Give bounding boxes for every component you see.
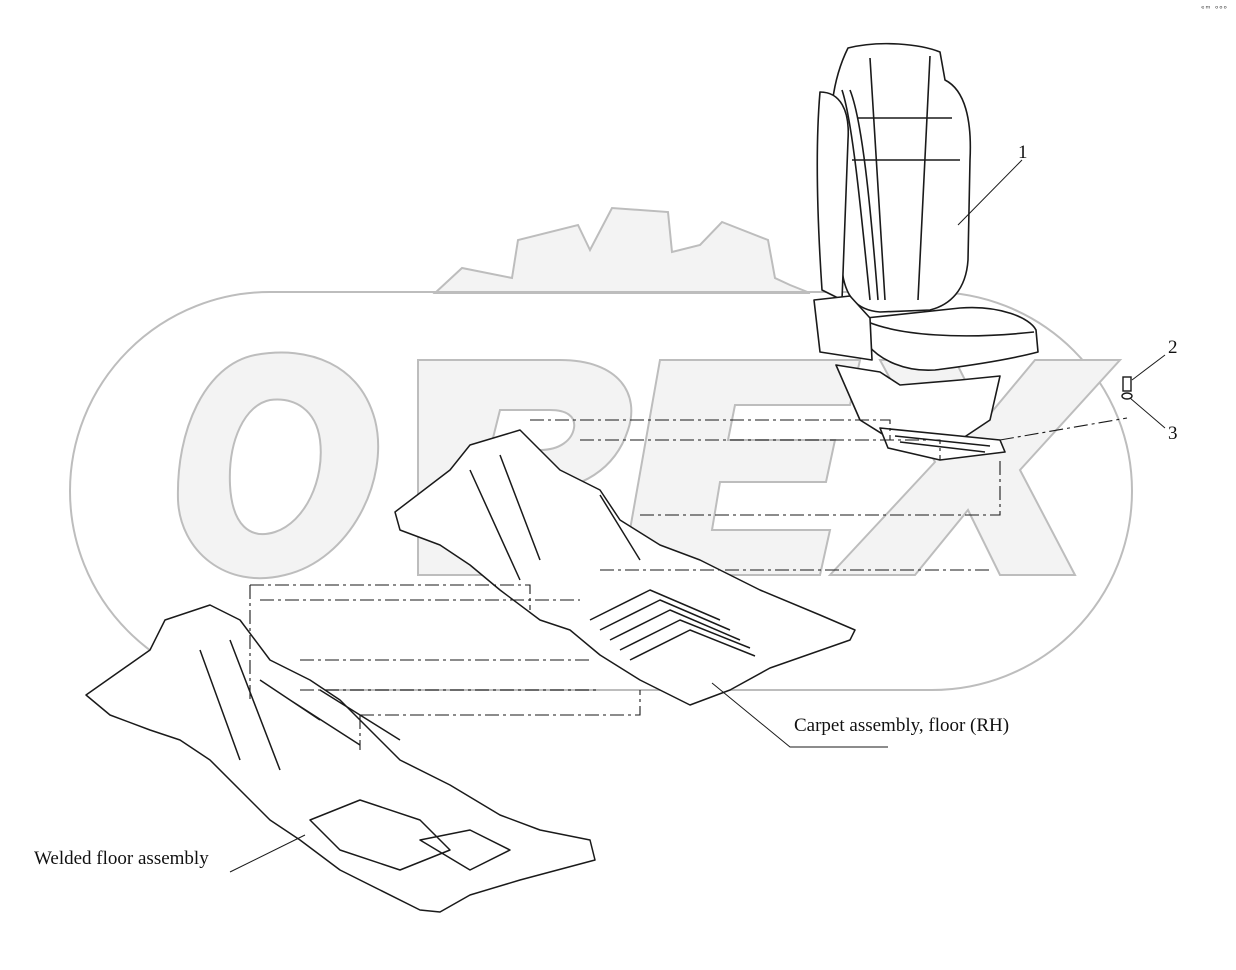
carpet-tunnel bbox=[469, 454, 641, 581]
washer bbox=[1121, 392, 1133, 400]
seat-bolster bbox=[816, 91, 850, 301]
guide-seat-2 bbox=[580, 439, 941, 460]
guide-floor-4 bbox=[360, 690, 641, 716]
callout-welded-floor-assembly: Welded floor assembly bbox=[34, 848, 209, 869]
seat-base bbox=[835, 364, 1001, 446]
callout-carpet-assembly: Carpet assembly, floor (RH) bbox=[794, 715, 1010, 736]
seat-cushion bbox=[865, 306, 1039, 371]
leader-welded-floor bbox=[229, 834, 306, 873]
guide-seat-3 bbox=[640, 460, 1001, 516]
seat-assembly bbox=[813, 42, 1039, 461]
watermark-frame bbox=[69, 291, 1133, 691]
seat-rails bbox=[879, 427, 1006, 461]
callout-item-3: 3 bbox=[1168, 423, 1178, 444]
watermark-logo bbox=[69, 206, 1133, 691]
carpet-ridges bbox=[589, 589, 756, 661]
seat-cushion-top bbox=[867, 321, 1035, 337]
seat-backrest bbox=[829, 42, 972, 313]
corner-mark: ᵉᵐ ᵒᵒᵒ bbox=[1201, 4, 1228, 13]
assembly-guide-lines bbox=[249, 417, 1128, 750]
seat-armrest bbox=[813, 295, 873, 361]
floor-ribs bbox=[199, 639, 401, 771]
leader-lines bbox=[229, 159, 1166, 873]
leader-item-1 bbox=[957, 159, 1023, 226]
watermark-letter-o bbox=[176, 351, 380, 580]
seat-rail-lines bbox=[894, 435, 991, 453]
watermark-gear bbox=[432, 206, 811, 294]
seat-belt bbox=[841, 89, 879, 301]
guide-seat-1 bbox=[530, 419, 891, 440]
seat-backrest-inner bbox=[852, 55, 960, 301]
leader-item-3 bbox=[1129, 397, 1166, 429]
bolt bbox=[1122, 376, 1132, 392]
callout-item-1: 1 bbox=[1018, 142, 1028, 163]
callout-item-2: 2 bbox=[1168, 337, 1178, 358]
fastener-bolt-washer bbox=[1121, 376, 1133, 400]
guide-floor-1 bbox=[250, 584, 531, 610]
leader-carpet bbox=[711, 682, 888, 748]
floor-outline bbox=[85, 604, 596, 913]
guide-seat-to-fastener bbox=[999, 417, 1128, 441]
leader-item-2 bbox=[1131, 354, 1166, 381]
welded-floor-assembly bbox=[85, 604, 596, 913]
watermark-letter-e bbox=[620, 359, 862, 576]
floor-panels bbox=[309, 799, 511, 871]
